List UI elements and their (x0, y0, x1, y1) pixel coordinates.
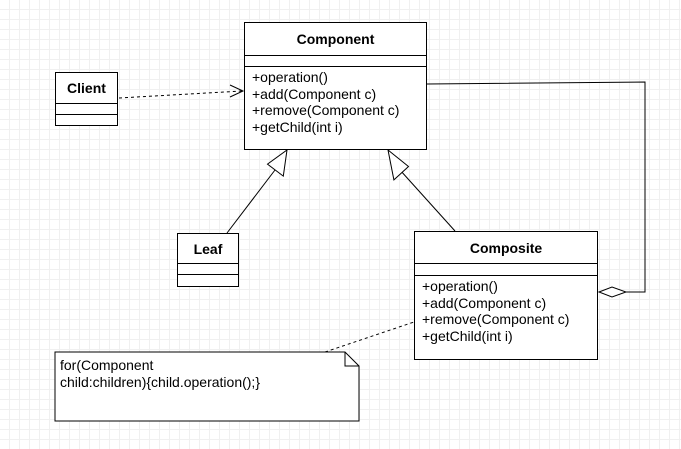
dependency-arrowhead (229, 84, 245, 98)
composite-operation: +add(Component c) (422, 294, 547, 311)
class-client[interactable]: Client (55, 72, 118, 126)
component-operation: +operation() (252, 69, 328, 85)
class-component-name: Component (245, 23, 426, 56)
aggregation-composite-component[interactable] (426, 81, 646, 298)
class-component-operations: +operation() +add(Component c) +remove(C… (245, 67, 426, 135)
class-leaf-name: Leaf (178, 234, 238, 264)
class-composite-attributes (415, 264, 597, 276)
component-operation: +getChild(int i) (252, 118, 343, 135)
composite-operation: +operation() (422, 278, 498, 294)
class-component-attributes (245, 56, 426, 67)
class-composite-operations: +operation() +add(Component c) +remove(C… (415, 276, 597, 344)
class-leaf[interactable]: Leaf (177, 233, 239, 287)
class-composite-name: Composite (415, 232, 597, 264)
note-anchor-line (324, 321, 415, 353)
class-leaf-attributes (178, 264, 238, 275)
generalization-leaf-component[interactable] (226, 148, 288, 234)
aggregation-diamond (597, 286, 628, 298)
composite-operation: +getChild(int i) (422, 327, 513, 344)
generalization-triangle-composite (387, 148, 410, 181)
class-client-attributes (56, 104, 117, 115)
generalization-triangle-leaf (266, 148, 288, 178)
class-composite[interactable]: Composite +operation() +add(Component c)… (414, 231, 598, 360)
class-component[interactable]: Component +operation() +add(Component c)… (244, 22, 427, 150)
generalization-composite-component[interactable] (387, 148, 456, 232)
composite-operation: +remove(Component c) (422, 311, 570, 327)
note-text: for(Component child:children){child.oper… (60, 357, 260, 390)
class-client-name: Client (56, 73, 117, 104)
component-operation: +add(Component c) (252, 85, 377, 102)
dependency-client-component[interactable] (118, 84, 245, 99)
note-shape[interactable] (54, 351, 360, 422)
note-fold-corner (344, 352, 359, 367)
component-operation: +remove(Component c) (252, 102, 400, 118)
